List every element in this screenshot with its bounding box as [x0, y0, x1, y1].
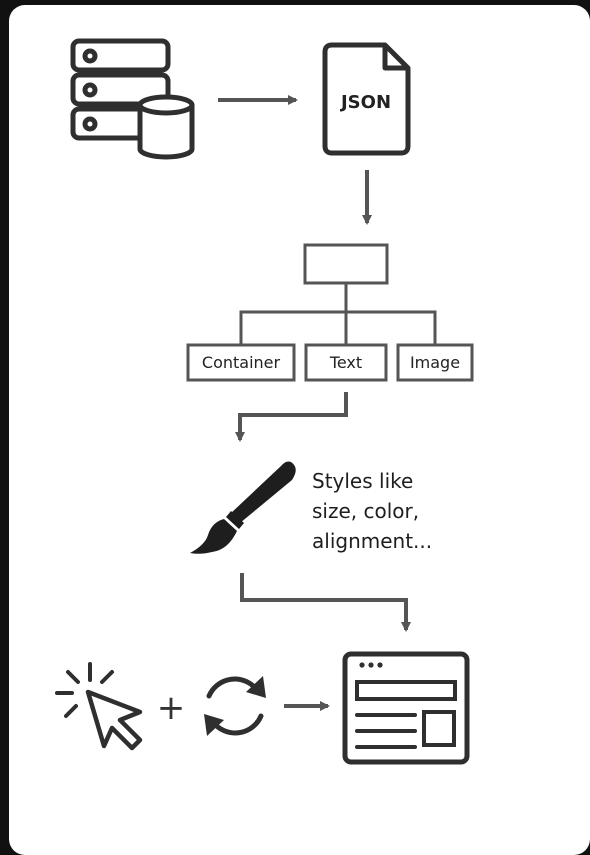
tree-root-node [303, 243, 389, 285]
json-document-icon: JSON [322, 42, 411, 156]
component-tree [239, 243, 437, 345]
styles-note-line-1: Styles like [312, 469, 413, 493]
tree-node-text-label: Text [329, 353, 362, 372]
tree-node-container-label: Container [202, 353, 281, 372]
tree-node-image: Image [396, 343, 474, 382]
arrow-text-to-styles [235, 392, 348, 442]
styles-note: Styles like size, color, alignment... [312, 469, 432, 553]
click-cursor-icon [55, 662, 143, 751]
refresh-icon [204, 676, 266, 736]
styles-note-line-2: size, color, [312, 499, 419, 523]
server-database-icon [70, 38, 195, 160]
tree-node-text: Text [304, 343, 388, 382]
paintbrush-icon [190, 461, 296, 554]
diagram-card [9, 5, 590, 855]
plus-symbol: + [157, 688, 186, 728]
tree-node-container: Container [186, 343, 296, 382]
browser-window-icon [342, 651, 470, 765]
styles-note-line-3: alignment... [312, 529, 432, 553]
json-label: JSON [339, 92, 391, 113]
arrow-styles-to-browser [240, 573, 411, 632]
tree-node-image-label: Image [410, 353, 460, 372]
